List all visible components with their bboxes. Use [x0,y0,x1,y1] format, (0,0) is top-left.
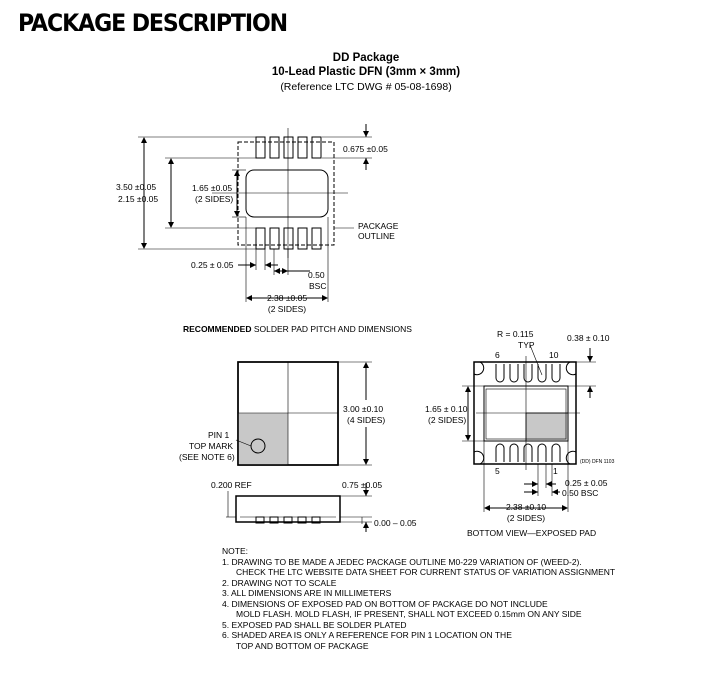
dim-pitch: 0.50 [308,270,325,280]
dim-lead-span: 2.38 ±0.10 [505,502,547,512]
section-heading: PACKAGE DESCRIPTION [18,9,288,37]
side-view-drawing [226,483,372,532]
pin-1-label: 1 [553,466,558,476]
note-3: 3. ALL DIMENSIONS ARE IN MILLIMETERS [222,588,392,598]
dim-ref: 0.200 REF [211,480,252,490]
corner-radius: R = 0.115 [497,329,534,339]
pin1-mark-label-2: TOP MARK [189,441,234,451]
pin1-mark-label: PIN 1 [208,430,230,440]
dim-pad-center: 1.65 ±0.05 [192,183,233,193]
dim-overall: 3.50 ±0.05 [116,182,157,192]
pin-6-label: 6 [495,350,500,360]
dim-height: 0.75 ±0.05 [342,480,383,490]
dim-body-size-sides: (4 SIDES) [347,415,386,425]
pin-10-label: 10 [549,350,559,360]
note-4: 4. DIMENSIONS OF EXPOSED PAD ON BOTTOM O… [222,598,548,609]
note-2: 2. DRAWING NOT TO SCALE [222,577,337,588]
dim-pad-width: 0.25 ± 0.05 [191,260,234,270]
note-6: 6. SHADED AREA IS ONLY A REFERENCE FOR P… [222,630,512,640]
corner-radius-typ: TYP [518,340,535,350]
note-6-cont: TOP AND BOTTOM OF PACKAGE [236,640,369,651]
package-description: 10-Lead Plastic DFN (3mm × 3mm) [271,66,461,78]
dim-lead-length: 0.38 ± 0.10 [567,333,610,343]
dim-span: 2.38 ±0.05 [266,293,308,303]
dim-lead-span-sides: (2 SIDES) [506,513,546,523]
note-1: 1. DRAWING TO BE MADE A JEDEC PACKAGE OU… [222,556,582,567]
dim-pitch-bsc: BSC [309,281,327,291]
dim-lead-pitch: 0.50 BSC [562,488,599,498]
notes-block: NOTE: 1. DRAWING TO BE MADE A JEDEC PACK… [222,546,615,651]
dim-pad-center-note: (2 SIDES) [195,194,234,204]
notes-title: NOTE: [222,546,248,556]
package-name: DD Package [332,52,400,64]
dim-lead-width: 0.25 ± 0.05 [565,478,608,488]
package-reference: (Reference LTC DWG # 05-08-1698) [280,81,452,93]
dim-span-sides: (2 SIDES) [267,304,307,314]
footprint-drawing [138,124,372,302]
dimension-arrows [141,131,593,528]
note-5: 5. EXPOSED PAD SHALL BE SOLDER PLATED [222,619,407,630]
bottom-view-drawing [462,344,596,512]
note-4-cont: MOLD FLASH. MOLD FLASH, IF PRESENT, SHAL… [236,609,582,619]
pin1-mark-note: (SEE NOTE 6) [179,452,235,462]
pin-5-label: 5 [495,466,500,476]
package-outline-label-2: OUTLINE [358,231,395,241]
note-1-cont: CHECK THE LTC WEBSITE DATA SHEET FOR CUR… [236,567,616,577]
dim-standoff: 0.00 – 0.05 [374,518,417,528]
dim-exposed-pad: 1.65 ± 0.10 [425,404,468,414]
dim-body-size: 3.00 ±0.10 [343,404,384,414]
dim-inner-width: 2.15 ±0.05 [118,194,159,204]
package-outline-label: PACKAGE [358,221,399,231]
dim-pad-length: 0.675 ±0.05 [343,144,388,154]
top-view-drawing [235,361,372,466]
drawing-id: (DD) DFN 1103 [580,459,615,465]
dim-exposed-pad-sides: (2 SIDES) [428,415,467,425]
bottom-view-caption: BOTTOM VIEW—EXPOSED PAD [467,528,597,538]
recommended-caption: RECOMMENDED SOLDER PAD PITCH AND DIMENSI… [183,324,412,334]
